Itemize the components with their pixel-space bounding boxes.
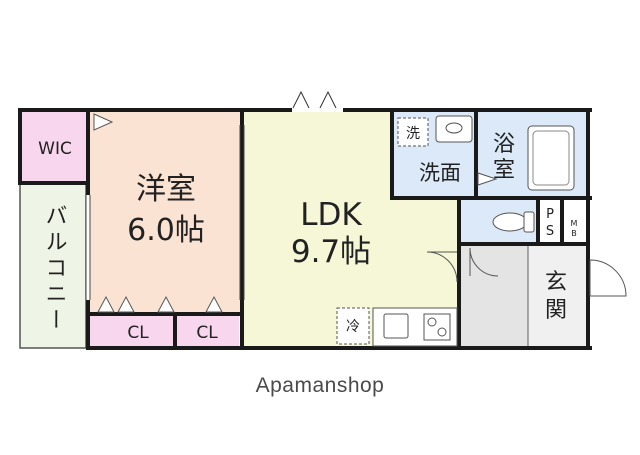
wic-door-icon [93,113,114,131]
bathtub-inner-icon [532,130,570,186]
ps-label: S [546,224,554,239]
entrance-step [528,246,586,346]
bathtub-icon [527,125,575,191]
stove-icon [423,313,451,341]
mb-label: B [571,229,577,238]
washer-label: 洗 [406,126,420,142]
mb-label: M [571,219,578,228]
toilet-door-icon [469,247,499,277]
balcony-label: バルコニー [42,204,67,334]
watermark: Apamanshop [255,374,385,397]
fridge-label: 冷 [346,319,360,335]
washer-icon [397,117,429,147]
wic-area [22,112,88,182]
toilet-icon [492,211,535,233]
balcony-area [19,182,87,349]
top-door-icon [292,90,337,109]
ldk-size: 9.7帖 [291,234,371,270]
western-room-area [90,112,242,314]
entrance-door-icon [589,259,627,297]
basin-bowl-icon [445,122,463,134]
closet-label: CL [127,323,149,343]
burner-icon [427,317,437,327]
entrance-label: 関 [545,298,567,323]
burner-icon [437,327,447,337]
mb-area [564,212,584,242]
wic-label: WIC [38,139,72,159]
washroom-label: 洗面 [419,161,461,185]
sink-icon [383,313,409,339]
washroom-door-icon [477,172,498,186]
entrance-label: 玄 [545,270,567,295]
ps-label: P [546,207,554,222]
ldk-door-icon [426,251,458,283]
bathroom-label: 室 [493,158,515,183]
ps-area [540,200,562,242]
windows [85,125,245,300]
walls [18,108,592,350]
closet-2-area [177,316,239,346]
closet-1-area [90,316,174,346]
closet-label: CL [196,323,218,343]
closet-door-icon [97,295,223,313]
western-room-size: 6.0帖 [127,213,205,248]
ldk-name: LDK [300,197,362,233]
wash-basin-icon [435,115,473,143]
bathroom-label: 浴 [493,132,515,157]
fridge-icon [336,307,370,345]
western-room-name: 洋室 [136,172,196,207]
